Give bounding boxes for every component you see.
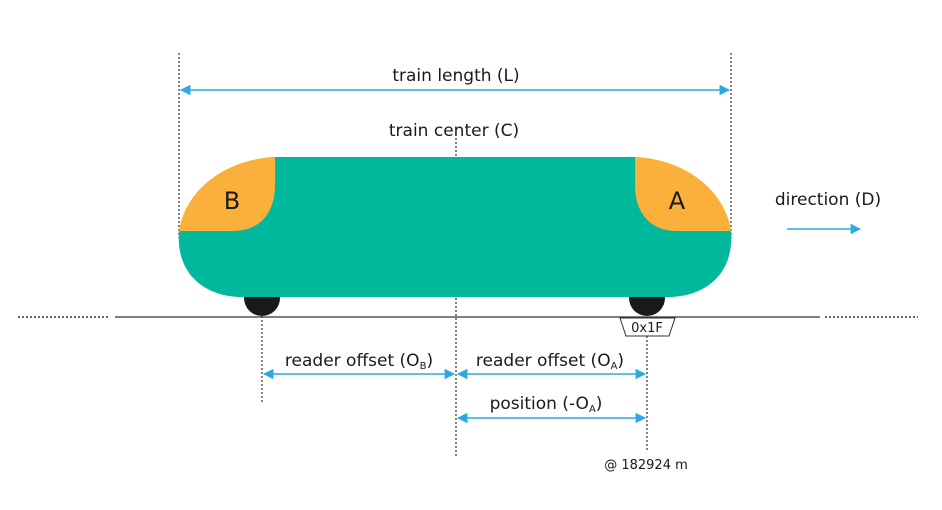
reader-offset-a-label: reader offset (OA) xyxy=(476,351,624,372)
train-length-label: train length (L) xyxy=(392,66,519,86)
train-center-label: train center (C) xyxy=(389,121,519,141)
cab-a xyxy=(635,157,731,231)
cab-a-label: A xyxy=(669,187,686,215)
cab-b xyxy=(179,157,275,231)
tag-marker xyxy=(619,317,676,337)
reader-offset-b-label: reader offset (OB) xyxy=(285,351,433,372)
tag-id-label: 0x1F xyxy=(631,321,663,336)
location-label: @ 182924 m xyxy=(604,458,688,473)
position-label: position (-OA) xyxy=(490,394,603,415)
train-body xyxy=(178,157,732,297)
cab-b-label: B xyxy=(224,187,240,215)
direction-label: direction (D) xyxy=(775,190,881,210)
